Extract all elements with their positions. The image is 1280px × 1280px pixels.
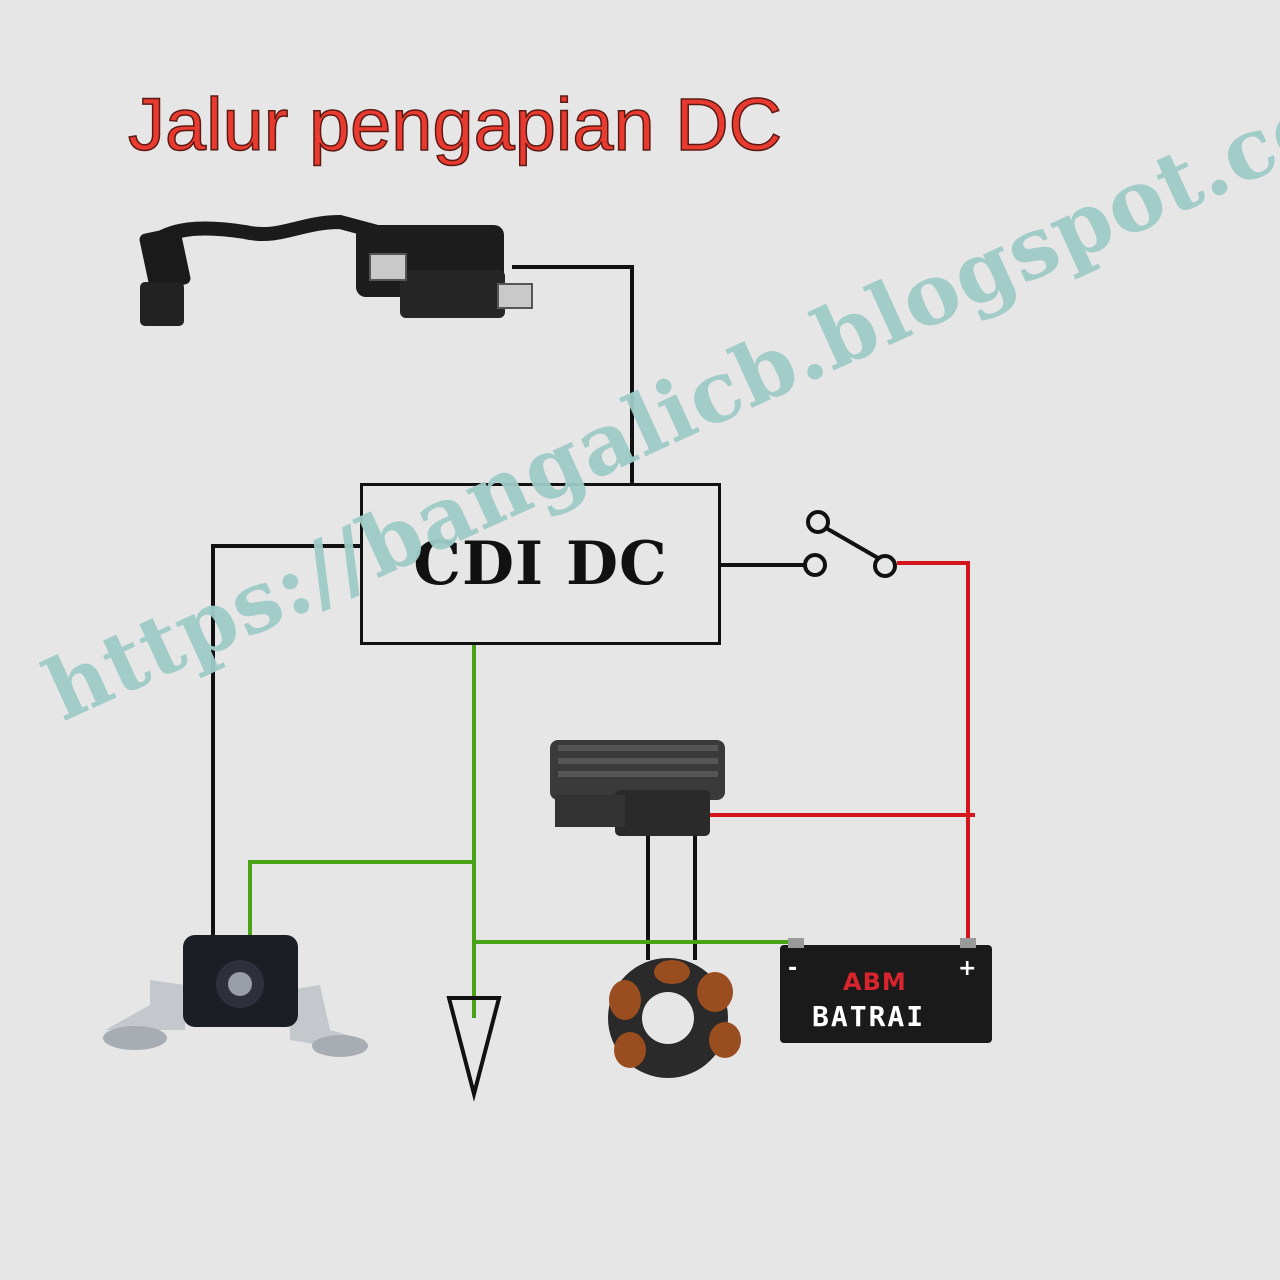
pulser-to-cdi-wire	[211, 544, 360, 935]
coil-to-cdi-wire	[512, 265, 634, 483]
stator	[608, 958, 741, 1078]
cdi-unit: CDI DC	[360, 483, 721, 645]
ignition-switch	[803, 510, 897, 578]
black-wires	[211, 265, 805, 960]
battery-minus-terminal-label: -	[788, 956, 798, 981]
switch-contact-left	[803, 553, 827, 577]
battery-brand-label: ABM	[843, 968, 907, 996]
battery-name-label: BATRAI	[812, 1000, 926, 1033]
pulser-pickup	[103, 935, 368, 1057]
switch-to-battery-wire	[897, 561, 970, 945]
ignition-coil	[139, 214, 533, 326]
cdi-label: CDI DC	[413, 529, 668, 599]
rectifier-regulator	[550, 740, 725, 836]
diagram-title: Jalur pengapian DC	[127, 83, 783, 166]
switch-lever	[825, 526, 879, 560]
pulser-ground-wire	[248, 860, 474, 940]
switch-contact-right	[873, 554, 897, 578]
battery-plus-terminal-label: +	[958, 956, 977, 981]
ground-symbol	[446, 996, 502, 1102]
battery	[780, 938, 992, 1043]
green-wires	[248, 645, 800, 1018]
switch-contact-top	[806, 510, 830, 534]
